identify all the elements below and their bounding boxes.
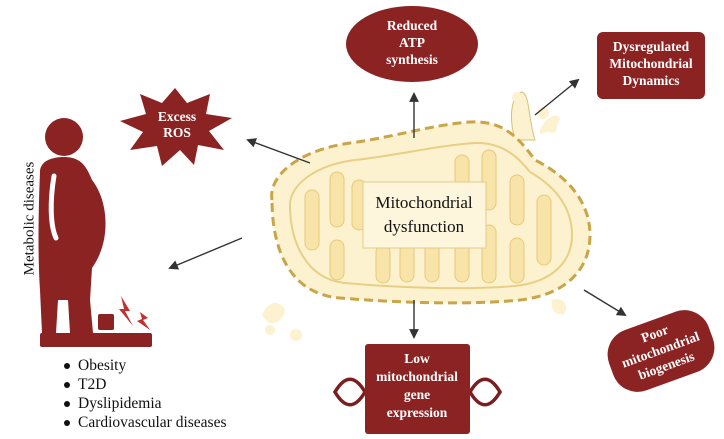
gene-line2: mitochondrial [376, 369, 458, 384]
arrow-to-dynamics [534, 78, 580, 116]
list-item: Obesity [62, 356, 227, 375]
atp-node: Reduced ATP synthesis [346, 6, 478, 82]
ros-node: Excess ROS [120, 88, 232, 166]
arrow-to-metabolic [168, 237, 243, 270]
gene-line4: expression [387, 405, 448, 420]
dynamics-line1: Dysregulated [613, 39, 690, 54]
dynamics-line3: Dynamics [623, 73, 680, 88]
ros-line2: ROS [163, 125, 191, 140]
gene-line3: gene [404, 387, 430, 402]
list-item: Cardiovascular diseases [62, 413, 227, 432]
burst-star-icon [120, 88, 232, 166]
dynamics-node: Dysregulated Mitochondrial Dynamics [597, 32, 705, 99]
center-label-line2: dysfunction [384, 217, 465, 236]
list-item: T2D [62, 375, 227, 394]
center-label-line1: Mitochondrial [375, 193, 473, 212]
atp-line3: synthesis [386, 52, 438, 67]
disease-list: Obesity T2D Dyslipidemia Cardiovascular … [62, 356, 227, 432]
arrow-to-biogenesis [583, 289, 627, 317]
biogenesis-node: Poor mitochondrial biogenesis [607, 310, 715, 392]
person-silhouette-icon [38, 118, 106, 333]
ros-line1: Excess [158, 109, 196, 124]
gene-node: Low mitochondrial gene expression [365, 344, 470, 434]
center-label-box [362, 181, 487, 249]
atp-line1: Reduced [387, 18, 438, 33]
atp-line2: ATP [399, 35, 425, 50]
arrow-to-ros [246, 138, 311, 164]
scale-icon [40, 314, 152, 347]
arrows [168, 78, 627, 339]
metabolic-diseases-label: Metabolic diseases [21, 161, 38, 276]
gene-line1: Low [404, 351, 430, 366]
mitochondrion-icon: Mitochondrial dysfunction [262, 91, 592, 341]
list-item: Dyslipidemia [62, 394, 227, 413]
lightning-icon [119, 296, 150, 330]
dynamics-line2: Mitochondrial [609, 56, 692, 71]
